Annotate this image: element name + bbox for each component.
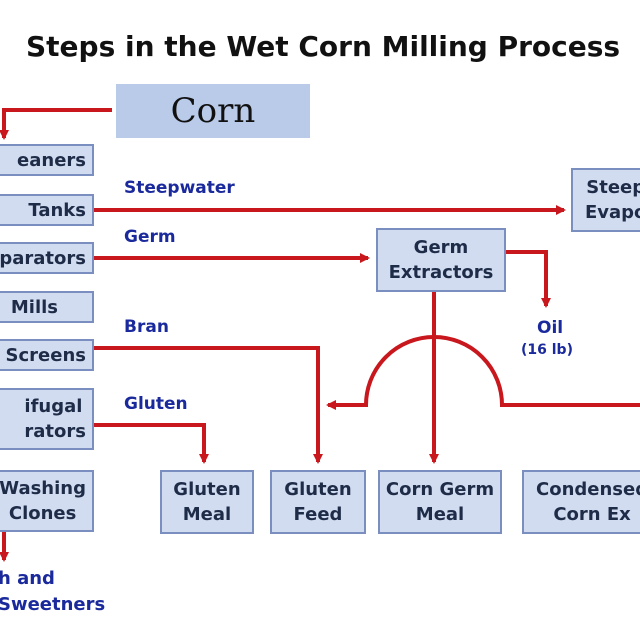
product-label: Gluten Feed (284, 479, 352, 525)
process-step-mills: Mills (0, 291, 94, 323)
process-step-label: Tanks (28, 199, 86, 221)
arrow-bran-to-gluten-feed (94, 346, 323, 464)
label-germ: Germ (124, 227, 176, 247)
bottom-output-text: h and Sweetners (0, 568, 106, 615)
label-steepwater: Steepwater (124, 178, 235, 198)
product-label: Corn Germ Meal (385, 479, 495, 525)
arrow-gluten-to-gluten-meal (94, 423, 209, 464)
label-oil: Oil (537, 318, 564, 338)
product-condensed-corn-extractives: Condensed Corn Ex (522, 470, 640, 534)
arrow-corn-to-cleaners (0, 108, 112, 140)
germ-extractors-label: Germ Extractors (388, 237, 494, 283)
process-step-screens: Screens (0, 339, 94, 371)
process-step-label: Screens (5, 344, 86, 366)
label-bran: Bran (124, 317, 169, 337)
process-step-label: Washing Clones (0, 478, 86, 524)
label-oil-amount: (16 lb) (521, 342, 573, 358)
steep-evaporator-node: Steep Evapo (571, 168, 640, 232)
label-gluten: Gluten (124, 394, 188, 414)
process-step-label: ifugal rators (24, 396, 86, 442)
process-step-label: parators (0, 247, 86, 269)
arrow-germ-to-oil (506, 250, 551, 308)
corn-source-node: Corn (116, 84, 310, 138)
arrow-evaporator-to-gluten-feed (326, 335, 640, 410)
product-gluten-meal: Gluten Meal (160, 470, 254, 534)
steep-evaporator-label: Steep Evapo (585, 177, 640, 223)
bottom-output-label: h and Sweetners (0, 566, 105, 618)
process-step-steep-tanks: Tanks (0, 194, 94, 226)
germ-extractors-node: Germ Extractors (376, 228, 506, 292)
product-label: Gluten Meal (173, 479, 241, 525)
product-corn-germ-meal: Corn Germ Meal (378, 470, 502, 534)
process-step-washing-cyclones: Washing Clones (0, 470, 94, 532)
process-step-germ-separators: parators (0, 242, 94, 274)
product-label: Condensed Corn Ex (536, 479, 640, 525)
process-step-cleaners: eaners (0, 144, 94, 176)
process-step-label: Mills (10, 296, 58, 318)
product-gluten-feed: Gluten Feed (270, 470, 366, 534)
diagram-title: Steps in the Wet Corn Milling Process (26, 30, 621, 63)
process-step-centrifugal-separators: ifugal rators (0, 388, 94, 450)
process-step-label: eaners (17, 149, 86, 171)
